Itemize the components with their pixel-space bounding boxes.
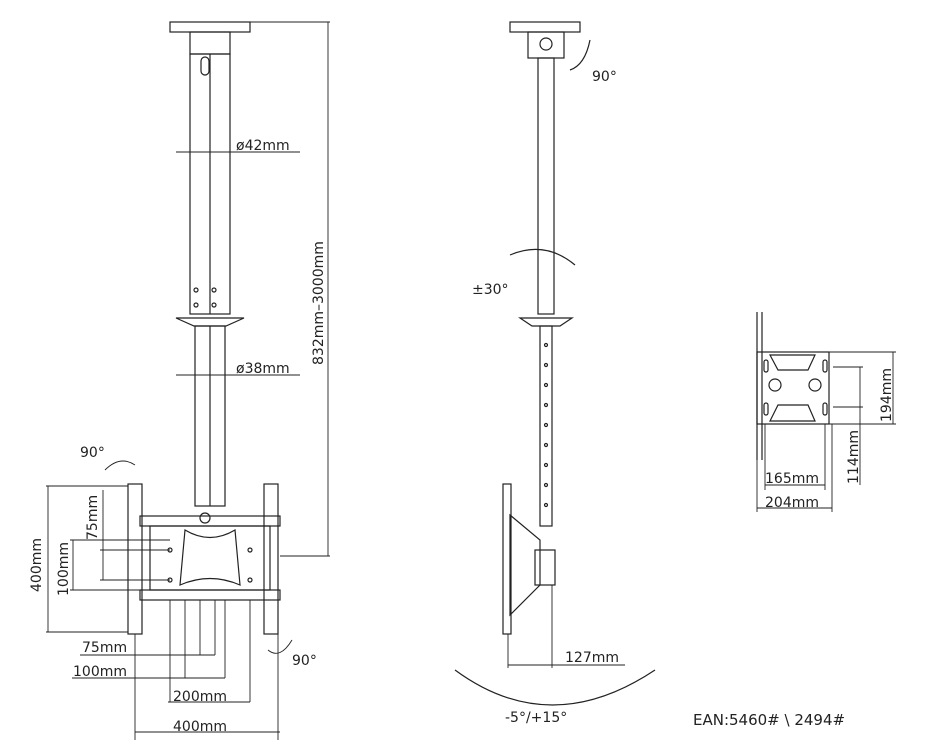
- tilt-label: -5°/+15°: [505, 710, 568, 726]
- side-view-mount: [454, 21, 656, 706]
- bracket-height-194-label: 194mm: [879, 368, 895, 422]
- side-view-dimensions: [507, 585, 625, 668]
- vesa-vertical-75-label: 75mm: [85, 494, 101, 540]
- front-view-dimensions: [46, 21, 330, 740]
- vesa-vertical-100-label: 100mm: [56, 542, 72, 596]
- vesa-horizontal-100-label: 100mm: [73, 664, 127, 680]
- vesa-vertical-400-label: 400mm: [29, 538, 45, 592]
- vesa-horizontal-200-label: 200mm: [173, 689, 227, 705]
- bracket-width-165-label: 165mm: [765, 471, 819, 487]
- swivel-label: ±30°: [472, 282, 509, 298]
- bracket-height-114-label: 114mm: [846, 430, 862, 484]
- rotation-label-right: 90°: [292, 653, 317, 669]
- pole-upper-diameter-label: ø42mm: [236, 138, 290, 154]
- vesa-horizontal-75-label: 75mm: [82, 640, 128, 656]
- bracket-view: [756, 312, 830, 460]
- bracket-width-204-label: 204mm: [765, 495, 819, 511]
- front-view-mount: [127, 21, 281, 635]
- pole-lower-diameter-label: ø38mm: [236, 361, 290, 377]
- bracket-dimensions: [756, 351, 896, 512]
- top-rotation-label: 90°: [592, 69, 617, 85]
- vesa-horizontal-400-label: 400mm: [173, 719, 227, 735]
- depth-label: 127mm: [565, 650, 619, 666]
- height-range-label: 832mm–3000mm: [311, 241, 327, 365]
- ean-code: EAN:5460# \ 2494#: [693, 711, 846, 729]
- rotation-label-left: 90°: [80, 445, 105, 461]
